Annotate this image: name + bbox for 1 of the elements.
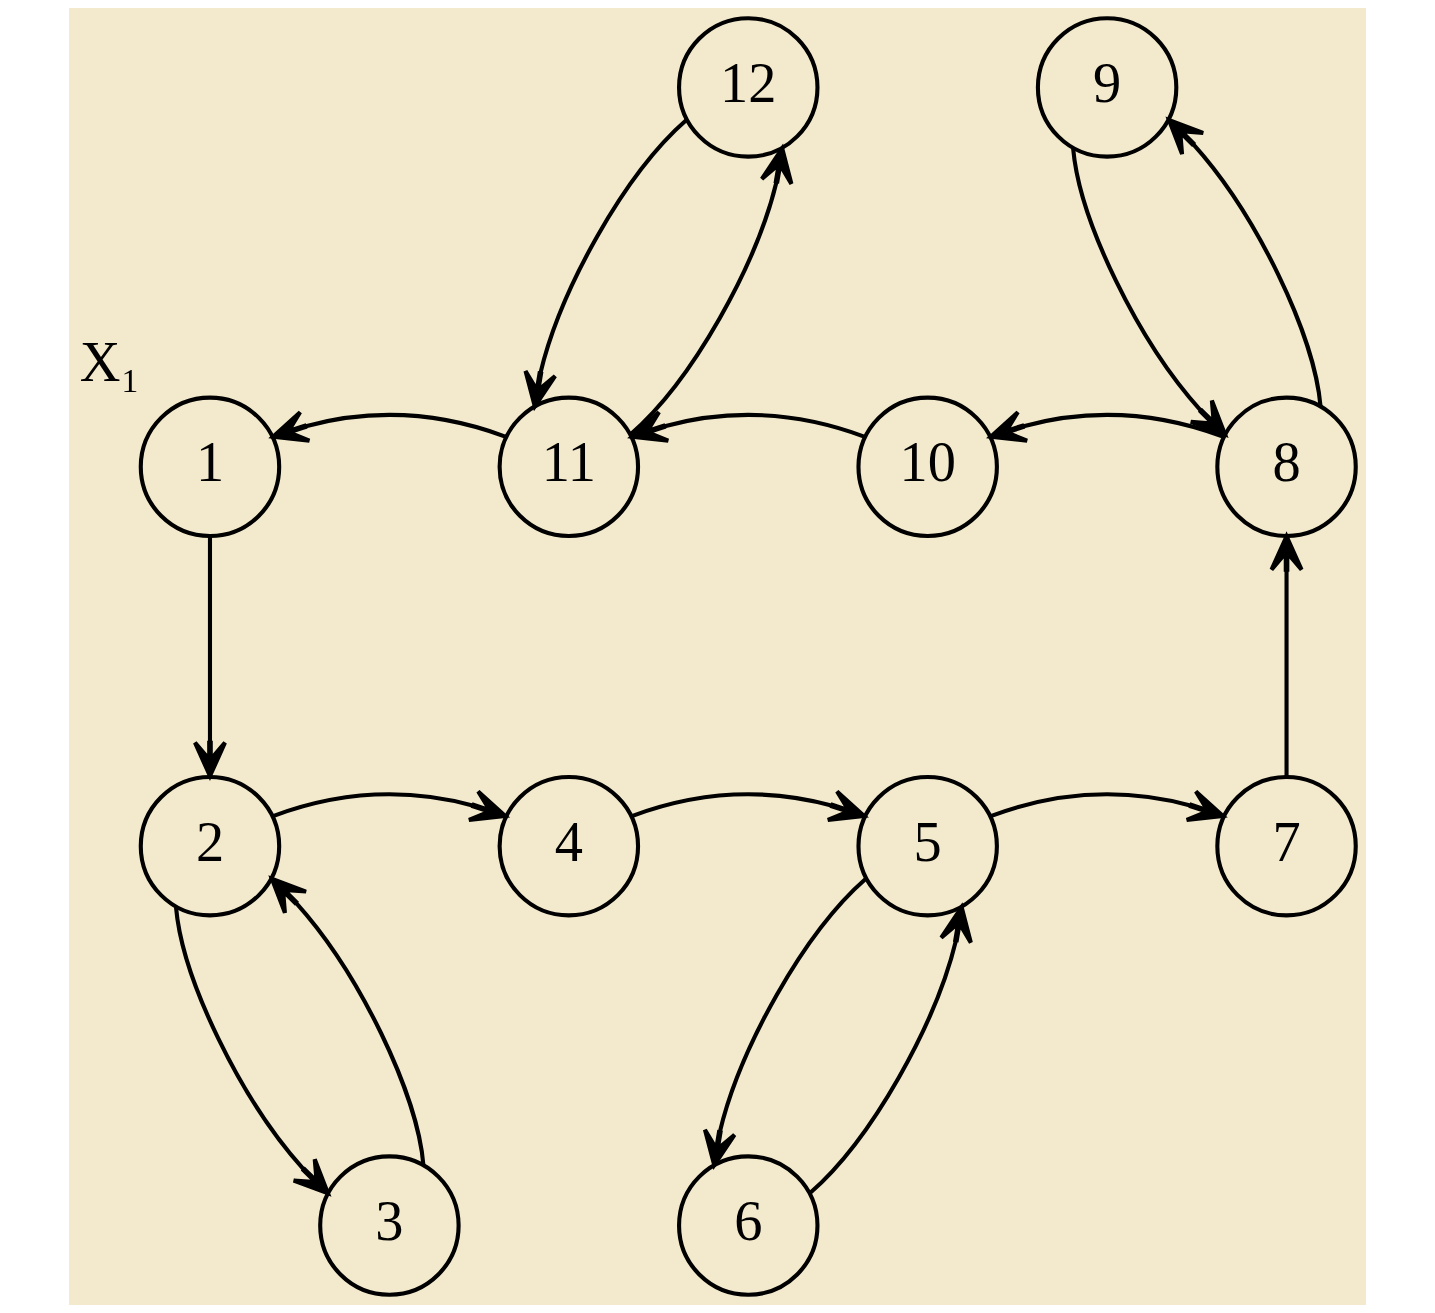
node-label: X₁ xyxy=(79,331,141,394)
